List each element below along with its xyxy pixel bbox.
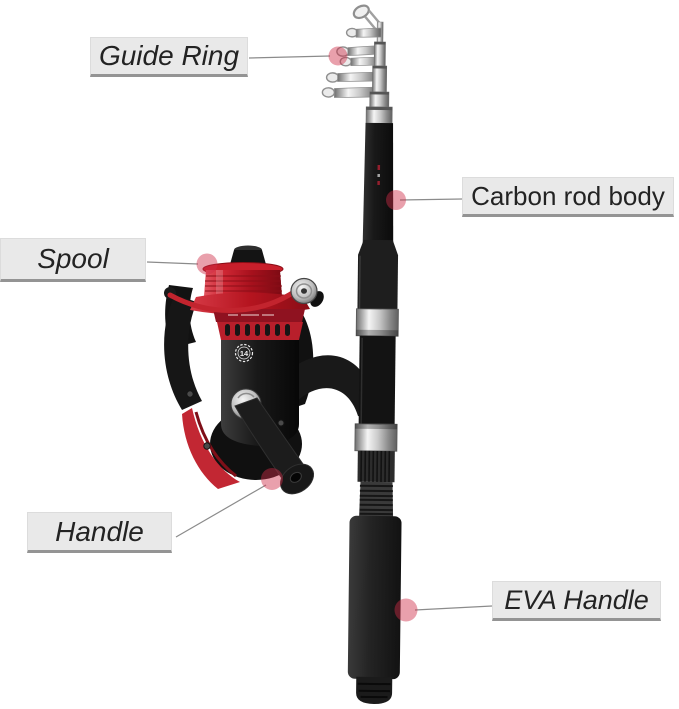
callout-dot-spool (196, 253, 218, 275)
rod-decal (377, 180, 380, 186)
end-cap (356, 676, 393, 704)
callout-line-handle (175, 484, 267, 538)
fishing-rod (321, 4, 402, 704)
bail-wire (167, 289, 297, 313)
spool-highlight (216, 270, 223, 296)
callout-dot-guide-ring (328, 46, 348, 66)
rod-decal (377, 173, 380, 178)
callout-line-spool (146, 261, 199, 265)
locking-nut (357, 450, 395, 483)
ring-shade (355, 423, 398, 430)
reel-spool (190, 245, 310, 340)
reel-seat-highlight (360, 337, 363, 424)
spool-band-marking (262, 314, 274, 316)
spool-band-marking (241, 314, 259, 316)
spool-line-wraps (205, 275, 282, 292)
reel-screw (277, 419, 285, 427)
callout-dot-handle (261, 468, 283, 490)
spool-band-marking (228, 314, 238, 316)
reel-badge: 14 (234, 343, 254, 363)
label-eva-handle: EVA Handle (492, 581, 661, 621)
reel-red-accent-shade (194, 411, 237, 478)
callout-line-carbon-rod-body (399, 198, 463, 201)
reel-seat (358, 335, 396, 427)
label-spool: Spool (0, 238, 146, 282)
label-carbon-rod-body: Carbon rod body (462, 177, 674, 217)
spinning-reel: 14 (164, 245, 376, 495)
guide-rings (321, 27, 382, 98)
callout-line-eva-handle (414, 605, 493, 611)
label-handle: Handle (27, 512, 172, 553)
telescopic-collars (365, 41, 393, 125)
rod-decal (377, 164, 381, 171)
handle-knob (279, 463, 315, 495)
reel-body (221, 340, 299, 446)
label-guide-ring: Guide Ring (90, 37, 248, 77)
reel-foot-arm (282, 355, 376, 420)
reel-handle (234, 397, 315, 495)
guide-ring-frame (355, 27, 382, 38)
fore-grip (357, 239, 399, 312)
callout-dot-eva-handle (394, 598, 418, 622)
reel-left-rotor-arm (164, 295, 202, 410)
callout-dot-carbon-rod-body (386, 190, 406, 210)
reel-screw (203, 442, 211, 450)
line-roller (290, 277, 324, 307)
reel-screw (186, 390, 194, 398)
tip-guide-ring (352, 4, 370, 20)
callout-line-guide-ring (248, 55, 331, 59)
reel-badge-number: 14 (240, 349, 249, 358)
fore-grip-highlight (358, 255, 361, 309)
reel-red-accent (182, 408, 240, 489)
spool-vent-slots (225, 324, 290, 336)
eva-handle (347, 515, 402, 680)
ring-shade (356, 329, 399, 337)
threaded-section (359, 481, 394, 518)
